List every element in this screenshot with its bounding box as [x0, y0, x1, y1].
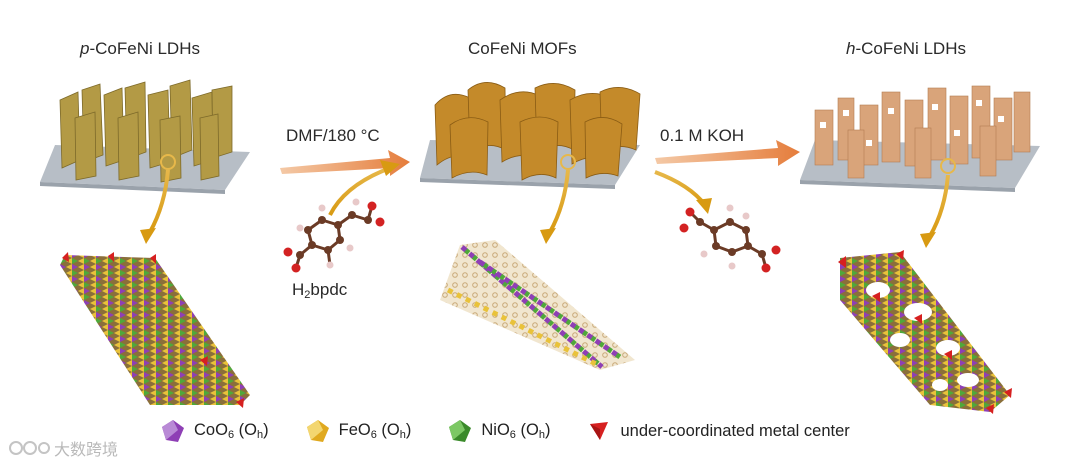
zoom-arrow-3	[928, 174, 950, 237]
linker-sub: 2	[304, 289, 311, 301]
legend-coo6-sub1: 6	[227, 429, 235, 441]
stage3-title: h-CoFeNi LDHs	[846, 39, 966, 59]
legend-feo6-sub1: 6	[370, 429, 377, 441]
legend-nio6-end: )	[544, 421, 551, 439]
reaction-arrow-1	[280, 150, 410, 176]
stage1-prefix: p	[80, 39, 90, 58]
linker-rest: bpdc	[310, 280, 348, 299]
mof-lattice	[440, 240, 635, 370]
linker-arrow	[328, 166, 391, 216]
stage3-prefix: h	[846, 39, 856, 58]
legend-coo6-end: )	[263, 421, 269, 439]
ldh-nanosheet-array	[40, 79, 250, 194]
stage2-name: CoFeNi MOFs	[468, 39, 577, 58]
legend-item-nio6: NiO6 (Oh)	[447, 418, 550, 444]
linker-main: H	[292, 280, 305, 299]
feo6-octahedron-icon	[306, 420, 329, 442]
legend-feo6-sub2: h	[399, 429, 406, 441]
undercoordinated-metal-icon	[590, 422, 609, 440]
watermark: 大数跨境	[8, 436, 118, 460]
watermark-text: 大数跨境	[54, 442, 119, 459]
stage1-name: -CoFeNi LDHs	[89, 39, 200, 58]
hollow-ldh-array	[800, 85, 1040, 192]
mof-nanosheet-array	[420, 82, 641, 189]
hollow-ldh-lattice	[838, 250, 1012, 414]
legend-item-feo6: FeO6 (Oh)	[305, 418, 412, 444]
zoom-arrow-1	[148, 169, 170, 233]
reaction-arrow-2	[655, 140, 800, 166]
coo6-octahedron-icon	[162, 420, 184, 442]
ldh-lattice	[60, 252, 250, 408]
legend-undercoordinated-label: under-coordinated metal center	[620, 421, 850, 440]
legend-item-undercoordinated: under-coordinated metal center	[586, 418, 850, 444]
legend-feo6-end: )	[405, 421, 412, 439]
stage3-name: -CoFeNi LDHs	[855, 39, 966, 58]
legend-coo6-sub2: h	[256, 429, 264, 441]
legend-nio6-mid: (O	[515, 421, 539, 439]
legend-feo6-main: FeO	[338, 421, 371, 439]
stage2-title: CoFeNi MOFs	[468, 39, 577, 59]
legend-coo6-mid: (O	[234, 421, 257, 439]
legend-nio6-sub1: 6	[509, 429, 516, 441]
step2-condition: 0.1 M KOH	[660, 126, 745, 145]
legend-coo6-main: CoO	[194, 421, 228, 439]
legend-nio6-sub2: h	[538, 429, 545, 441]
linker-label: H2bpdc	[292, 280, 347, 301]
watermark-logo-icon	[9, 441, 50, 455]
step1-condition: DMF/180 °C	[286, 126, 380, 145]
legend: CoO6 (Oh) FeO6 (Oh) NiO6 (Oh) under-coor…	[160, 418, 850, 444]
legend-nio6-main: NiO	[481, 421, 510, 439]
zoom-arrow-2	[548, 169, 570, 233]
nio6-octahedron-icon	[449, 420, 472, 442]
legend-item-coo6: CoO6 (Oh)	[160, 418, 269, 444]
released-bpdc-atoms	[679, 204, 781, 273]
stage1-title: p-CoFeNi LDHs	[80, 39, 200, 59]
h2bpdc-atoms	[283, 198, 385, 273]
h2bpdc-molecule	[294, 205, 374, 269]
legend-feo6-mid: (O	[376, 421, 400, 439]
